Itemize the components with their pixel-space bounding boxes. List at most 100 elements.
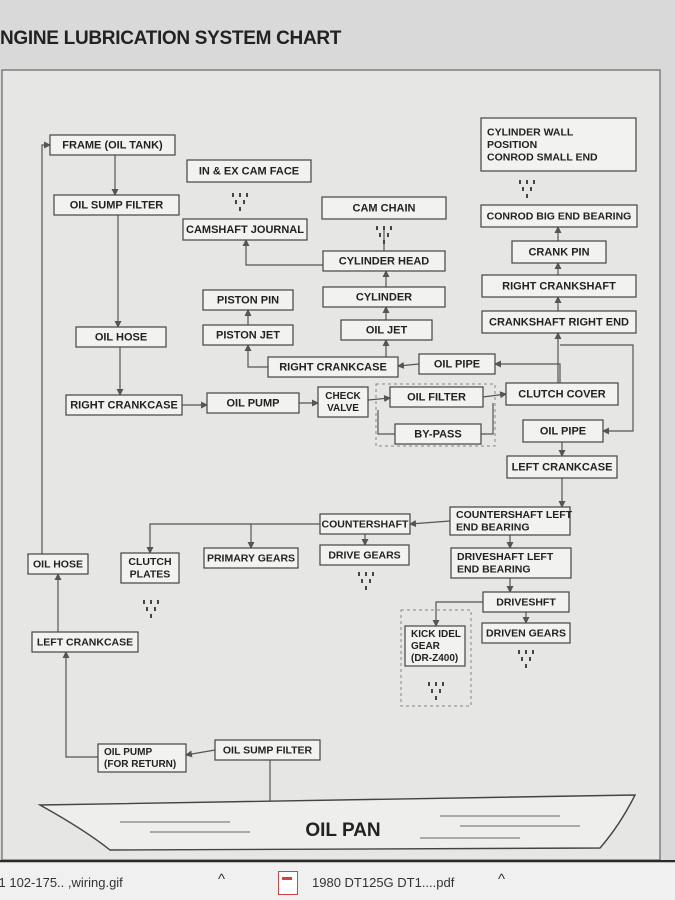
connector-sump-to-pump-return bbox=[185, 749, 216, 758]
node-label-crankshaft-right-end-1: CRANKSHAFT RIGHT END bbox=[489, 317, 629, 329]
node-label-in-ex-cam-face-1: IN & EX CAM FACE bbox=[199, 166, 299, 178]
node-label-oil-pipe-upper-1: OIL PIPE bbox=[434, 359, 480, 371]
oil-spray-icon-2 bbox=[376, 226, 392, 244]
node-label-countershaft-1: COUNTERSHAFT bbox=[322, 518, 409, 530]
node-frame-oil-tank: FRAME (OIL TANK) bbox=[49, 134, 176, 156]
node-label-cylinder-wall-1: CYLINDER WALL bbox=[487, 126, 574, 138]
node-label-oil-pipe-lower-1: OIL PIPE bbox=[540, 426, 586, 438]
node-clutch-cover: CLUTCH COVER bbox=[505, 382, 619, 406]
connector-crankcase-to-piston-jet bbox=[244, 344, 268, 368]
oil-spray-icon-4 bbox=[143, 600, 159, 618]
node-label-oil-pump-1: OIL PUMP bbox=[227, 398, 280, 410]
node-primary-gears: PRIMARY GEARS bbox=[203, 547, 299, 569]
node-label-kick-idel-gear-2: GEAR bbox=[411, 641, 441, 652]
node-label-primary-gears-1: PRIMARY GEARS bbox=[207, 552, 295, 564]
node-label-countershaft-left-end-2: END BEARING bbox=[456, 522, 530, 534]
node-label-oil-pump-return-2: (FOR RETURN) bbox=[104, 759, 176, 770]
connector-filter-to-clutch-cover bbox=[482, 391, 507, 399]
node-label-cylinder-head-1: CYLINDER HEAD bbox=[339, 256, 430, 268]
node-camshaft-journal: CAMSHAFT JOURNAL bbox=[182, 218, 308, 241]
connector-countershaft-to-branches bbox=[146, 523, 320, 554]
connector-hose-to-frame bbox=[41, 141, 51, 554]
node-cylinder: CYLINDER bbox=[322, 286, 446, 308]
taskbar-chevron-icon[interactable]: ^ bbox=[218, 871, 226, 888]
node-oil-sump-filter-top: OIL SUMP FILTER bbox=[53, 194, 180, 216]
node-label-drive-gears-1: DRIVE GEARS bbox=[328, 549, 400, 561]
connector-lines bbox=[41, 141, 634, 805]
node-piston-jet: PISTON JET bbox=[202, 324, 294, 346]
node-oil-pump-return: OIL PUMP(FOR RETURN) bbox=[97, 743, 187, 773]
node-oil-pipe-upper: OIL PIPE bbox=[418, 353, 496, 375]
node-label-oil-jet-1: OIL JET bbox=[366, 325, 408, 337]
node-label-piston-jet-1: PISTON JET bbox=[216, 330, 280, 342]
node-label-cylinder-wall-3: CONROD SMALL END bbox=[487, 151, 598, 163]
oil-spray-icon-7 bbox=[428, 682, 444, 700]
node-label-right-crankshaft-1: RIGHT CRANKSHAFT bbox=[502, 281, 616, 293]
node-label-left-crankcase-right-1: LEFT CRANKCASE bbox=[512, 462, 613, 474]
oil-spray-icon-1 bbox=[232, 193, 248, 211]
connector-driveshft-to-kick bbox=[432, 601, 483, 627]
node-label-check-valve-2: VALVE bbox=[327, 403, 359, 414]
oil-pan: OIL PAN bbox=[37, 794, 637, 851]
node-oil-filter: OIL FILTER bbox=[389, 386, 484, 408]
node-label-cylinder-1: CYLINDER bbox=[356, 292, 412, 304]
connector-pipe-to-crankcase bbox=[397, 361, 420, 369]
node-label-clutch-cover-1: CLUTCH COVER bbox=[518, 389, 605, 401]
node-oil-pump: OIL PUMP bbox=[206, 392, 300, 414]
node-cylinder-head: CYLINDER HEAD bbox=[322, 250, 446, 272]
node-label-right-crankcase-mid-1: RIGHT CRANKCASE bbox=[279, 362, 387, 374]
node-piston-pin: PISTON PIN bbox=[202, 289, 294, 311]
taskbar-item-gif[interactable]: lt1 102-175.. ,wiring.gif bbox=[0, 875, 123, 890]
node-oil-hose-bottom: OIL HOSE bbox=[27, 553, 89, 575]
node-right-crankcase-mid: RIGHT CRANKCASE bbox=[267, 356, 399, 378]
node-driven-gears: DRIVEN GEARS bbox=[481, 622, 571, 644]
node-left-crankcase-right: LEFT CRANKCASE bbox=[506, 455, 618, 479]
node-label-piston-pin-1: PISTON PIN bbox=[217, 295, 279, 307]
oil-spray-icon-6 bbox=[518, 650, 534, 668]
node-crank-pin: CRANK PIN bbox=[511, 240, 607, 264]
node-label-countershaft-left-end-1: COUNTERSHAFT LEFT bbox=[456, 509, 573, 521]
node-drive-gears: DRIVE GEARS bbox=[319, 544, 410, 566]
taskbar-chevron-icon-2[interactable]: ^ bbox=[498, 871, 506, 888]
connector-head-to-camshaft bbox=[242, 239, 323, 266]
node-left-crankcase-left: LEFT CRANKCASE bbox=[31, 631, 139, 653]
node-label-oil-sump-filter-top-1: OIL SUMP FILTER bbox=[70, 200, 164, 212]
node-label-driveshaft-left-end-2: END BEARING bbox=[457, 564, 531, 576]
node-conrod-big-end: CONROD BIG END BEARING bbox=[480, 204, 638, 228]
connector-pump-return-to-left-crankcase bbox=[62, 651, 98, 758]
connector-bypass-right bbox=[481, 403, 494, 435]
connector-cover-to-lower-pipe bbox=[560, 344, 634, 435]
node-label-oil-pump-return-1: OIL PUMP bbox=[104, 747, 152, 758]
lubrication-flow-diagram: FRAME (OIL TANK) OIL SUMP FILTER OIL HOSE R… bbox=[1, 69, 661, 860]
node-label-crank-pin-1: CRANK PIN bbox=[528, 247, 589, 259]
node-label-clutch-plates-2: PLATES bbox=[130, 569, 171, 581]
node-label-right-crankcase-left-1: RIGHT CRANKCASE bbox=[70, 400, 178, 412]
node-label-driven-gears-1: DRIVEN GEARS bbox=[486, 627, 566, 639]
page-title: NGINE LUBRICATION SYSTEM CHART bbox=[0, 28, 342, 49]
connector-bypass-left bbox=[377, 410, 395, 435]
node-right-crankshaft: RIGHT CRANKSHAFT bbox=[481, 274, 637, 298]
node-oil-jet: OIL JET bbox=[340, 319, 433, 341]
node-label-kick-idel-gear-3: (DR-Z400) bbox=[411, 653, 458, 664]
connector-cover-to-pipe bbox=[494, 360, 561, 383]
taskbar-item-pdf[interactable]: 1980 DT125G DT1....pdf bbox=[312, 875, 455, 890]
connector-end-to-countershaft bbox=[409, 520, 451, 528]
node-by-pass: BY-PASS bbox=[394, 423, 482, 445]
node-in-ex-cam-face: IN & EX CAM FACE bbox=[186, 159, 312, 183]
node-countershaft: COUNTERSHAFT bbox=[319, 513, 411, 535]
node-label-camshaft-journal-1: CAMSHAFT JOURNAL bbox=[186, 224, 304, 236]
node-label-oil-filter-1: OIL FILTER bbox=[407, 392, 466, 404]
document-viewer: NGINE LUBRICATION SYSTEM CHART FRAME (OI… bbox=[0, 0, 675, 860]
node-label-clutch-plates-1: CLUTCH bbox=[128, 556, 171, 568]
node-label-kick-idel-gear-1: KICK IDEL bbox=[411, 629, 461, 640]
node-crankshaft-right-end: CRANKSHAFT RIGHT END bbox=[481, 310, 637, 334]
node-right-crankcase-left: RIGHT CRANKCASE bbox=[65, 394, 183, 416]
kick-gear-dashed-region bbox=[400, 609, 472, 707]
node-label-oil-sump-filter-bottom-1: OIL SUMP FILTER bbox=[223, 744, 313, 756]
